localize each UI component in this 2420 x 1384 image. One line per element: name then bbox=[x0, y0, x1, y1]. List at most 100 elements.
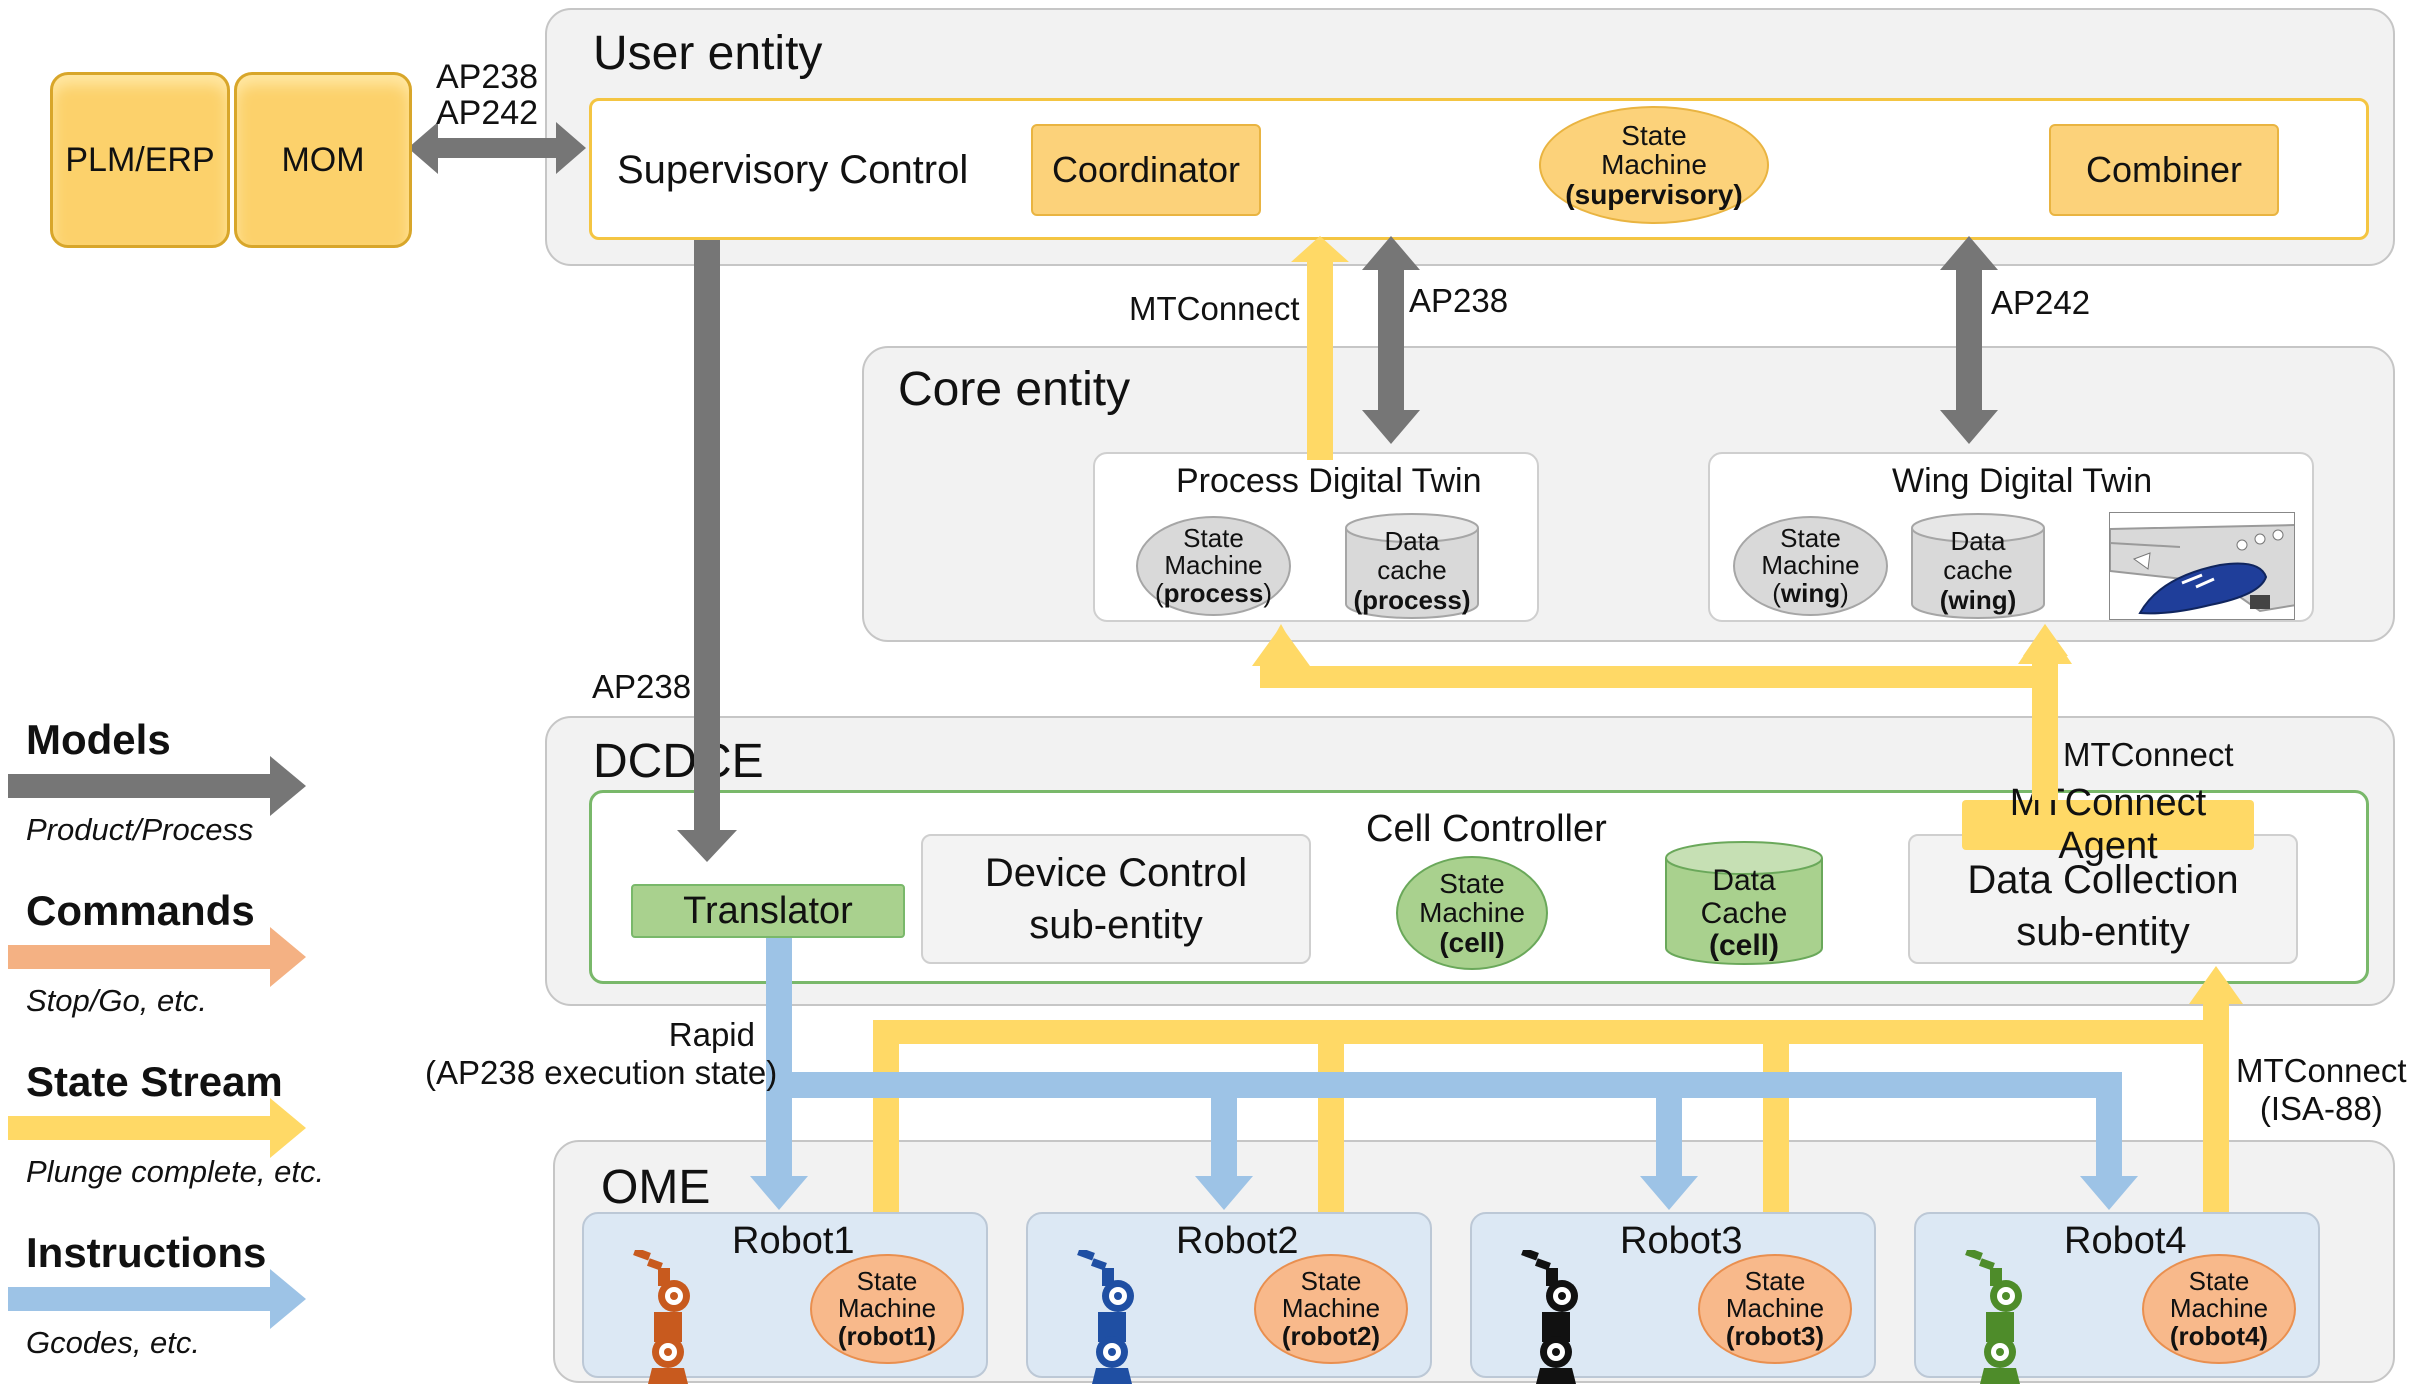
robot-state-machine: State Machine (robot4) bbox=[2142, 1254, 2296, 1364]
legend-commands-subtitle: Stop/Go, etc. bbox=[26, 983, 207, 1018]
sm-line: (supervisory) bbox=[1565, 178, 1743, 210]
rapid-label: Rapid (AP238 execution state) bbox=[425, 1016, 778, 1092]
process-twin-title: Process Digital Twin bbox=[1176, 462, 1482, 500]
sm-line: Machine bbox=[1601, 149, 1707, 181]
core-entity-title: Core entity bbox=[898, 363, 1131, 416]
robot-arm-icon bbox=[1521, 1250, 1578, 1384]
robot-name: Robot4 bbox=[2064, 1220, 2187, 1262]
state-machine-supervisory: State Machine (supervisory) bbox=[1539, 106, 1769, 224]
sm-line: (wing) bbox=[1772, 577, 1849, 608]
ome-title: OME bbox=[601, 1161, 711, 1214]
sm-line: State bbox=[1183, 523, 1244, 554]
agent-to-twins-arrow bbox=[1260, 624, 2068, 800]
robot-name: Robot3 bbox=[1620, 1220, 1743, 1262]
legend-state-title: State Stream bbox=[26, 1058, 283, 1105]
robot-state-machine: State Machine (robot3) bbox=[1698, 1254, 1852, 1364]
legend-instructions-subtitle: Gcodes, etc. bbox=[26, 1325, 201, 1360]
state-machine-process: State Machine (process) bbox=[1136, 516, 1291, 616]
mtconnect-up-label: MTConnect bbox=[1129, 290, 1300, 327]
device-control-line: Device Control bbox=[984, 851, 1248, 895]
sm-line: Machine bbox=[1725, 1293, 1825, 1324]
sm-line: (robot3) bbox=[1725, 1320, 1825, 1351]
robot-card-4: Robot4 State Machine (robot4) bbox=[1914, 1212, 2320, 1384]
robot-name: Robot2 bbox=[1176, 1220, 1299, 1262]
data-cache-cell bbox=[1665, 841, 1823, 965]
cache-line: Data bbox=[1712, 864, 1776, 898]
robot-arm-icon bbox=[1077, 1250, 1134, 1384]
legend-commands-title: Commands bbox=[26, 887, 255, 934]
state-machine-cell: State Machine (cell) bbox=[1396, 856, 1548, 970]
robot3-state-stem bbox=[1763, 1020, 1789, 1215]
rapid-line: (AP238 execution state) bbox=[425, 1053, 778, 1091]
sm-line: Machine bbox=[1761, 550, 1860, 581]
sm-line: Machine bbox=[837, 1293, 937, 1324]
ap242-core-label: AP242 bbox=[1991, 284, 2091, 321]
cache-line: (wing) bbox=[1939, 584, 2017, 615]
coordinator-label: Coordinator bbox=[1051, 149, 1241, 190]
sm-bold: process bbox=[1163, 577, 1264, 608]
data-cache-wing bbox=[1911, 513, 2045, 619]
sm-line: State bbox=[1744, 1266, 1806, 1297]
robot3-instruction-arrow bbox=[1640, 1098, 1698, 1210]
agent-stem bbox=[2032, 660, 2058, 800]
paren: ) bbox=[1840, 577, 1849, 608]
cache-line: (cell) bbox=[1708, 929, 1780, 963]
rapid-line: Rapid bbox=[668, 1016, 755, 1053]
dcdce-title: DCDCE bbox=[593, 735, 764, 788]
robot-state-machine: State Machine (robot2) bbox=[1254, 1254, 1408, 1364]
sm-line: (cell) bbox=[1439, 926, 1505, 958]
sm-line: State bbox=[1621, 119, 1687, 151]
wing-twin-arrowhead bbox=[2018, 624, 2072, 664]
ap242-external-label: AP242 bbox=[436, 94, 539, 132]
legend-commands-arrow bbox=[8, 927, 306, 987]
translator-label: Translator bbox=[683, 889, 853, 932]
sm-line: (robot1) bbox=[837, 1320, 937, 1351]
device-control-line: sub-entity bbox=[1029, 903, 1203, 947]
sm-line: (process) bbox=[1155, 577, 1272, 608]
translator: Translator bbox=[631, 884, 905, 938]
robot-card-1: Robot1 State Machine (robot1) bbox=[582, 1212, 988, 1384]
legend-state-arrow bbox=[8, 1098, 306, 1158]
legend-models-arrow bbox=[8, 756, 306, 816]
state-machine-wing: State Machine (wing) bbox=[1733, 516, 1888, 616]
ap238-core-label: AP238 bbox=[1409, 282, 1509, 319]
legend-instructions-title: Instructions bbox=[26, 1229, 267, 1276]
legend-arrows bbox=[8, 756, 306, 1329]
state-bus-core bbox=[1260, 666, 2050, 688]
mtconnect-robots-line: MTConnect bbox=[2236, 1052, 2407, 1089]
device-control-sub-entity: Device Control sub-entity bbox=[921, 834, 1311, 964]
robots-to-agent-arrow bbox=[2189, 966, 2243, 1213]
sm-line: State bbox=[1300, 1266, 1362, 1297]
mom-box: MOM bbox=[234, 72, 412, 248]
cell-controller-title: Cell Controller bbox=[1366, 808, 1607, 850]
plm-erp-box: PLM/ERP bbox=[50, 72, 230, 248]
state-stem-process-fill bbox=[1268, 665, 1294, 675]
mtconnect-robots-line: (ISA-88) bbox=[2259, 1089, 2383, 1127]
sm-line: Machine bbox=[1419, 897, 1525, 929]
sm-line: (robot2) bbox=[1281, 1320, 1381, 1351]
cache-line: cache bbox=[1943, 555, 2013, 586]
combiner: Combiner bbox=[2049, 124, 2279, 216]
ap238-core-arrow bbox=[1362, 236, 1420, 444]
sm-line: State bbox=[856, 1266, 918, 1297]
legend-instructions-arrow bbox=[8, 1269, 306, 1329]
translator-instruction-stem bbox=[766, 938, 792, 1098]
sm-line: Machine bbox=[1164, 550, 1263, 581]
robot1-state-stem bbox=[873, 1020, 899, 1215]
sm-line: State bbox=[1780, 523, 1841, 554]
coordinator: Coordinator bbox=[1031, 124, 1261, 216]
cache-line: Data bbox=[1950, 526, 2006, 557]
model-arrows bbox=[408, 122, 1998, 862]
process-twin-arrowhead bbox=[1252, 626, 1310, 666]
instruction-bus bbox=[766, 1072, 2122, 1098]
combiner-label: Combiner bbox=[2085, 149, 2243, 190]
sm-line: (robot4) bbox=[2169, 1320, 2269, 1351]
robot4-instruction-arrow bbox=[2080, 1072, 2138, 1210]
mtconnect-agent: MTConnect Agent bbox=[1962, 782, 2254, 867]
ap242-core-arrow bbox=[1940, 236, 1998, 444]
data-cache-wing-label: Data cache (wing) bbox=[1912, 526, 2044, 616]
cache-line: cache bbox=[1377, 555, 1447, 586]
supervisory-control-label: Supervisory Control bbox=[617, 148, 969, 192]
sm-line: State bbox=[2188, 1266, 2250, 1297]
